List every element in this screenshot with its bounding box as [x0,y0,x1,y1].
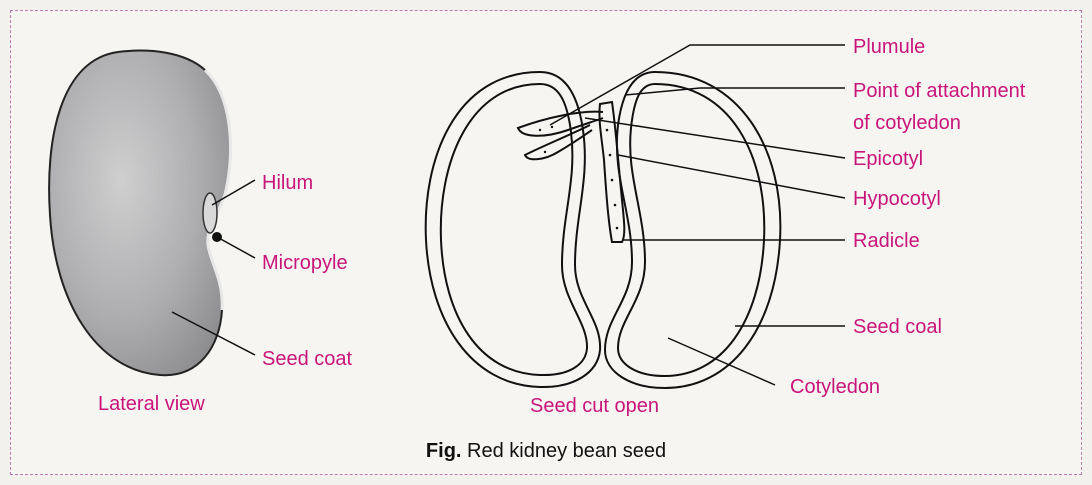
lateral-view-label: Lateral view [98,393,205,415]
caption-text: Red kidney bean seed [467,440,666,462]
cutopen-pointers [550,45,845,385]
hilum-mark [203,193,217,233]
seed-coat-label: Seed coat [262,348,352,370]
epicotyl-label: Epicotyl [853,148,923,170]
hypocotyl-pointer [618,155,845,198]
figure-caption: Fig. Red kidney bean seed [0,440,1092,463]
epicotyl-pointer [585,118,845,158]
bean-lateral-view [49,51,230,376]
attachment-pointer [625,88,845,95]
cotyledon-label: Cotyledon [790,376,880,398]
radicle-label: Radicle [853,230,920,252]
right-cotyledon-inner [618,84,764,376]
micropyle-label: Micropyle [262,252,348,274]
hypocotyl-label: Hypocotyl [853,188,941,210]
cotyledon-pointer [668,338,775,385]
bean-cut-open [426,72,781,388]
seed-coal-label: Seed coal [853,316,942,338]
point-of-attachment-label-line1: Point of attachment [853,80,1025,102]
caption-prefix: Fig. [426,440,462,462]
left-cotyledon-inner [441,84,587,375]
seed-cut-open-label: Seed cut open [530,395,659,417]
hilum-label: Hilum [262,172,313,194]
plumule-pointer [550,45,845,125]
point-of-attachment-label-line2: of cotyledon [853,112,961,134]
micropyle-pointer [217,237,255,258]
left-cotyledon-outer [426,72,600,387]
plumule-leaf-lower [525,125,592,159]
plumule-label: Plumule [853,36,925,58]
